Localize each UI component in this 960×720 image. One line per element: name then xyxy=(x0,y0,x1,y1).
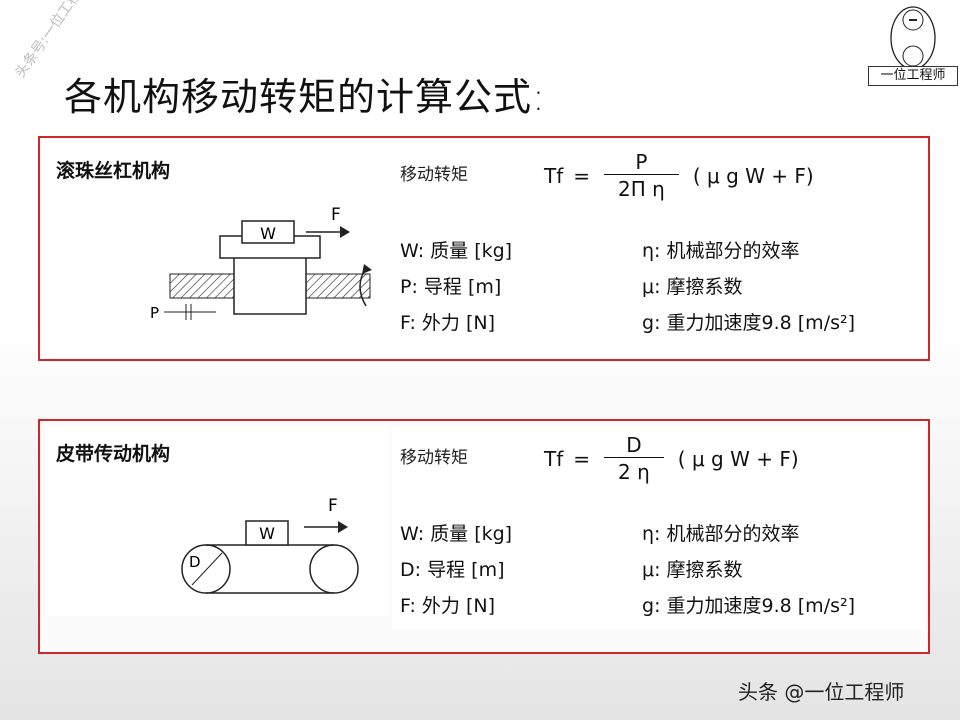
formula-lhs: Tf xyxy=(544,163,564,188)
text-span: 摩擦系数 xyxy=(666,276,743,298)
belt-drive-diagram: D W F xyxy=(181,496,359,594)
page-title: 各机构移动转矩的计算公式: xyxy=(64,75,546,119)
text-span: 导程 xyxy=(423,276,462,298)
text-span: : xyxy=(417,240,425,262)
torque-label: 移动转矩 xyxy=(400,165,468,185)
text-span: 机械部分的效率 xyxy=(666,240,800,262)
text-span: g xyxy=(642,312,655,334)
text-span: 质量 xyxy=(430,240,469,262)
text-span: W xyxy=(400,240,418,262)
diameter-label: D xyxy=(189,553,201,571)
ball-screw-diagram: W F P xyxy=(150,205,372,322)
weight-label: W xyxy=(260,224,276,243)
formula-eq: = xyxy=(573,163,591,188)
bottom-watermark: 头条 @一位工程师 xyxy=(738,680,905,704)
text-span: 摩擦系数 xyxy=(666,559,743,581)
text-span: 外力 xyxy=(421,312,460,334)
var-mu: μ: 摩擦系数 xyxy=(642,555,743,582)
text-span: : xyxy=(654,240,661,262)
text-span: D xyxy=(400,559,415,581)
var-w: W: 质量 [kg] xyxy=(400,236,512,263)
formula-eq: = xyxy=(573,446,591,471)
var-f: F: 外力 [N] xyxy=(400,308,495,335)
force-label: F xyxy=(328,496,338,516)
text-span: : xyxy=(409,595,416,617)
section-heading: 滚珠丝杠机构 xyxy=(56,160,171,182)
text-span: [kg] xyxy=(474,240,513,262)
text-span: 外力 xyxy=(421,595,460,617)
text-span: [N] xyxy=(465,312,496,334)
numerator: P xyxy=(635,150,648,174)
formula-rhs: ( μ g W + F) xyxy=(677,446,799,471)
denominator: 2Π η xyxy=(604,174,679,201)
numerator: D xyxy=(626,433,642,457)
var-w: W: 质量 [kg] xyxy=(400,519,512,546)
belt-drive-diagram-panel: 皮带传动机构 D W F xyxy=(46,427,390,616)
text-span: 质量 xyxy=(430,523,469,545)
section-heading: 皮带传动机构 xyxy=(56,443,171,465)
text-span: F xyxy=(400,312,410,334)
text-span: μ xyxy=(642,559,655,581)
text-span: W xyxy=(400,523,418,545)
text-span: [m] xyxy=(471,559,505,581)
text-span: [kg] xyxy=(474,523,513,545)
text-span: : xyxy=(654,559,661,581)
text-span: η xyxy=(642,240,655,262)
var-g: g: 重力加速度9.8 [m/s²] xyxy=(642,591,855,618)
text-span: 重力加速度9.8 [m/s²] xyxy=(666,595,856,617)
formula-rhs: ( μ g W + F) xyxy=(692,163,814,188)
text-span: η xyxy=(642,523,655,545)
text-span: P xyxy=(400,276,412,298)
text-span: : xyxy=(414,559,422,581)
var-eta: η: 机械部分的效率 xyxy=(642,519,800,546)
var-mu: μ: 摩擦系数 xyxy=(642,272,743,299)
text-span: 重力加速度9.8 [m/s²] xyxy=(666,312,856,334)
text-span: : xyxy=(411,276,418,298)
text-span: F xyxy=(400,595,410,617)
text-span: μ xyxy=(642,276,655,298)
torque-label: 移动转矩 xyxy=(400,448,468,468)
formula-lhs: Tf xyxy=(544,446,564,471)
text-span: [m] xyxy=(467,276,502,298)
var-d: D: 导程 [m] xyxy=(400,555,505,582)
text-span: : xyxy=(654,312,661,334)
ball-screw-diagram-panel: 滚珠丝杠机构 W F P xyxy=(46,144,390,335)
text-span: : xyxy=(654,523,661,545)
var-f: F: 外力 [N] xyxy=(400,591,495,618)
var-g: g: 重力加速度9.8 [m/s²] xyxy=(642,308,855,335)
weight-label: W xyxy=(259,524,275,543)
denominator: 2 η xyxy=(604,457,664,484)
pitch-label: P xyxy=(150,304,159,322)
text-span: : xyxy=(417,523,425,545)
var-eta: η: 机械部分的效率 xyxy=(642,236,800,263)
text-span: 机械部分的效率 xyxy=(666,523,800,545)
var-p: P: 导程 [m] xyxy=(400,272,501,299)
text-span: 导程 xyxy=(427,559,466,581)
text-span: : xyxy=(409,312,416,334)
text-span: : xyxy=(654,595,661,617)
logo-label: 一位工程师 xyxy=(868,66,958,86)
text-span: g xyxy=(642,595,655,617)
text-span: : xyxy=(654,276,661,298)
force-label: F xyxy=(331,205,341,225)
text-span: [N] xyxy=(465,595,496,617)
